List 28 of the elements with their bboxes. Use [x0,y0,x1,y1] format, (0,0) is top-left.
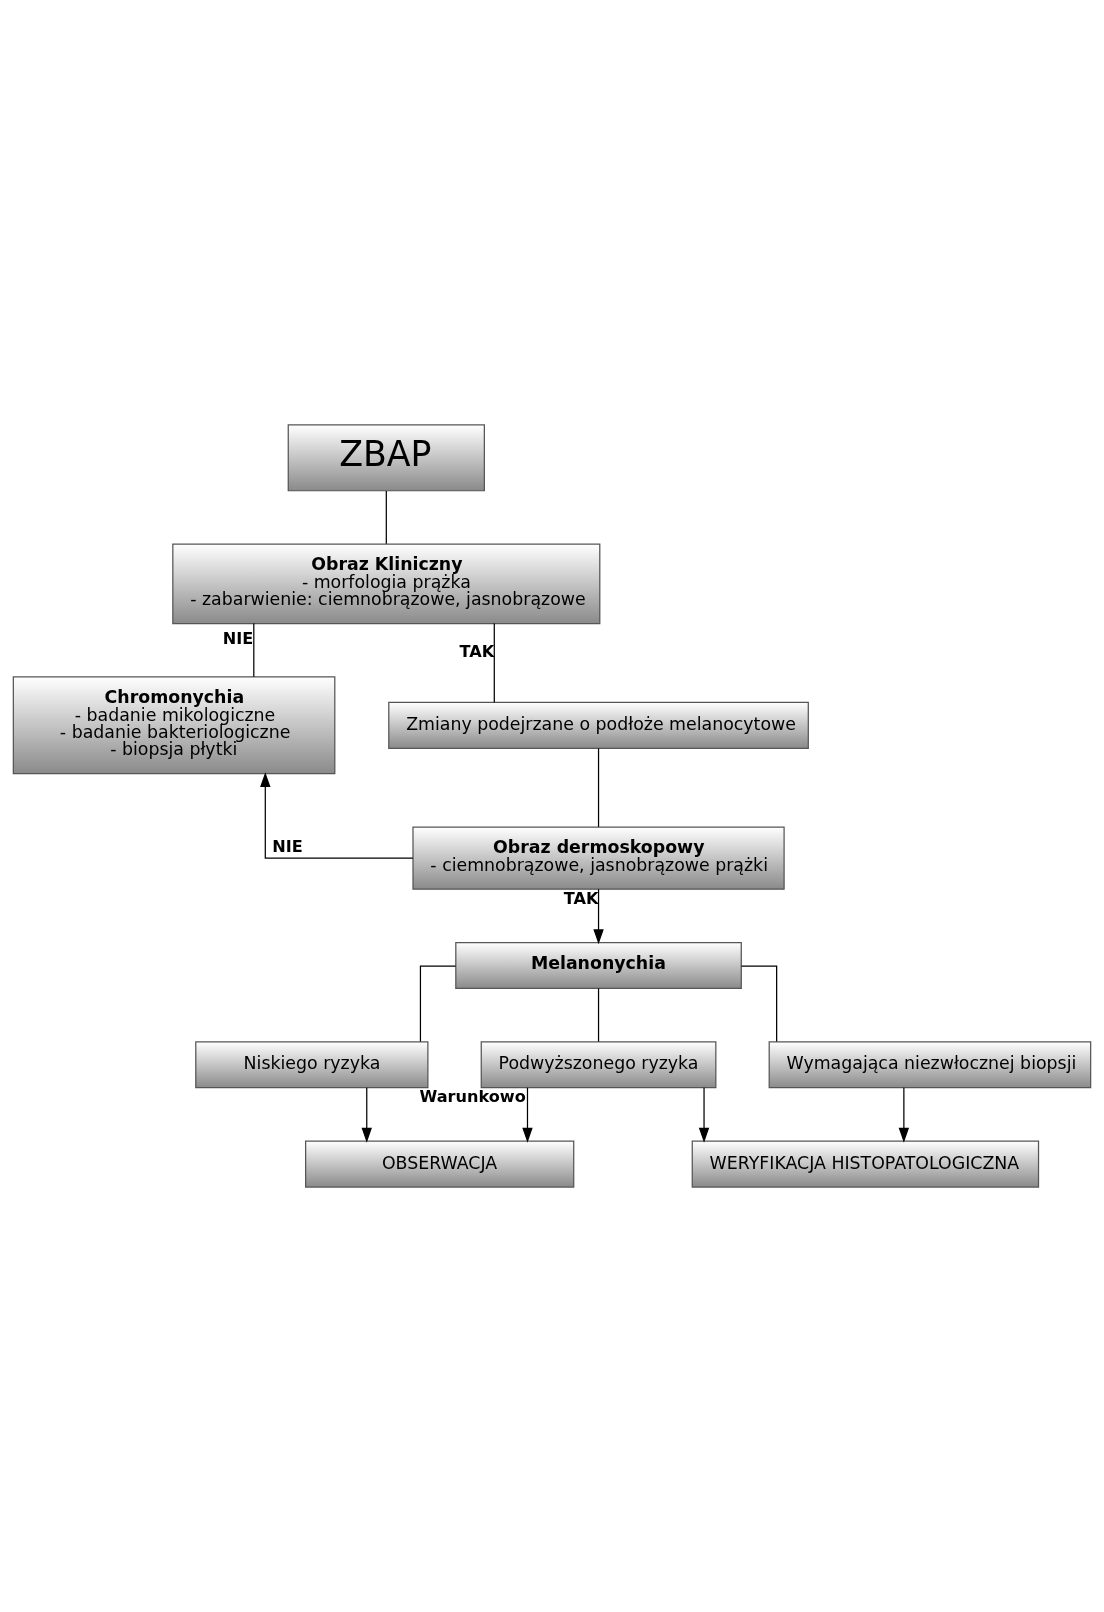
node-box: ZBAP [287,424,485,492]
node-box: Melanonychia [455,941,742,990]
edge-label: TAK [563,888,599,908]
edge-label: NIE [272,837,303,857]
connector [493,623,495,703]
node-box: Niskiego ryzyka [195,1041,429,1089]
arrow [260,772,414,859]
node-box: Obraz Kliniczny - morfologia prążka - zabarwienie: ciemnobrązowe, jasnobrązowe [172,543,601,625]
connector [597,747,600,828]
arrow [361,1087,372,1143]
connector [597,987,600,1043]
node-box: OBSERWACJA [305,1140,575,1188]
edge-label: NIE [222,629,254,649]
node-box: WERYFIKACJA HISTOPATOLOGICZNA [691,1140,1040,1188]
node-box: Zmiany podejrzane o podłoże melanocytowe [388,701,809,749]
node-box: Podwyższonego ryzyka [480,1041,717,1089]
arrow [522,1087,533,1143]
node-box: Chromonychia - badanie mikologiczne - badanie bakteriologiczne - biopsja płytki [12,676,336,775]
node-box: Obraz dermoskopowy - ciemnobrązowe, jasnobrązowe prążki [412,826,785,890]
connector [253,623,255,678]
connector [385,490,387,545]
connector [740,965,778,1042]
arrow [698,1087,710,1143]
arrow [593,888,604,945]
edge-label: Warunkowo [419,1087,526,1107]
node-box: Wymagająca niezwłocznej biopsji [768,1041,1092,1089]
arrow [898,1087,910,1143]
connector [419,965,457,1042]
